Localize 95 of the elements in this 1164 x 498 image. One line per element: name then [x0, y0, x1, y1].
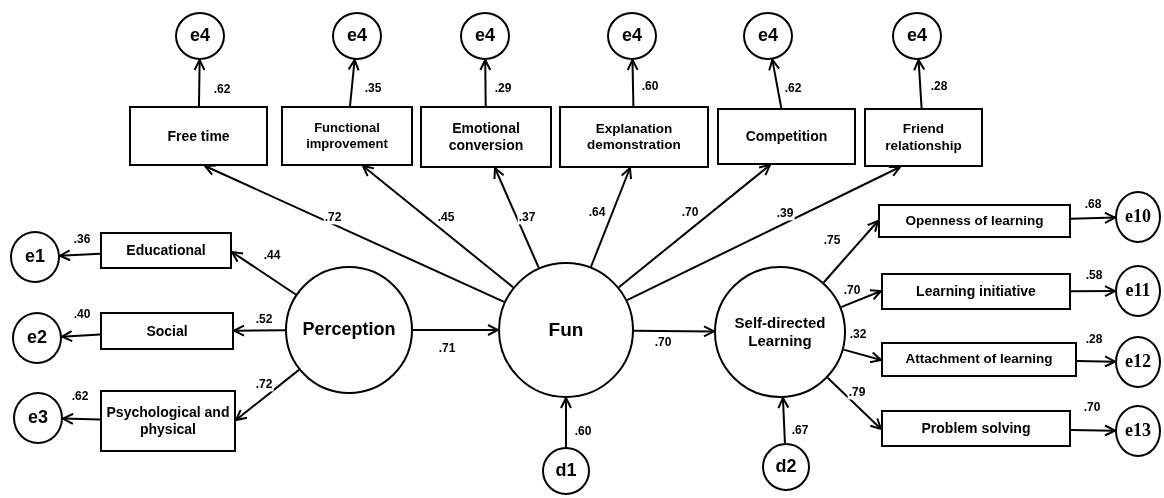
node-label: Functional improvement: [305, 120, 389, 152]
node-label: e4: [758, 25, 778, 47]
node-label: Self-directed Learning: [733, 314, 827, 350]
error-term-circle: [10, 231, 60, 283]
error-term-circle: [762, 443, 810, 491]
arrow: [777, 396, 790, 444]
arrow: [768, 58, 783, 109]
node-label: Openness of learning: [905, 212, 1044, 230]
arrow: [842, 348, 882, 364]
error-term-circle: [892, 12, 942, 60]
path-coefficient: .39: [775, 207, 795, 221]
arrow: [235, 368, 300, 421]
arrow: [590, 167, 632, 268]
arrow: [60, 330, 101, 343]
indicator-box: [864, 108, 983, 167]
node-label: e4: [347, 25, 367, 47]
error-term-circle: [607, 12, 657, 60]
node-label: e11: [1125, 280, 1151, 302]
node-label: e1: [25, 246, 45, 268]
node-label: Explanation demonstration: [586, 120, 682, 154]
arrow: [58, 249, 101, 262]
path-coefficient: .72: [254, 378, 274, 392]
node-label: e4: [907, 25, 927, 47]
node-label: Psychological and physical: [105, 404, 231, 438]
node-label: Attachment of learning: [905, 351, 1053, 368]
indicator-box: [281, 106, 413, 166]
arrow: [1070, 211, 1116, 224]
arrow: [826, 376, 882, 430]
arrow: [617, 164, 771, 289]
indicator-box: [878, 204, 1071, 238]
node-label: e12: [1125, 351, 1151, 373]
indicator-box: [100, 390, 236, 452]
node-label: e4: [475, 25, 495, 47]
arrow: [493, 167, 540, 269]
arrow: [822, 220, 879, 284]
arrow: [633, 325, 715, 338]
error-term-circle: [460, 12, 510, 60]
error-term-circle: [1115, 191, 1161, 243]
node-label: d1: [555, 460, 577, 482]
arrow: [913, 58, 926, 109]
node-label: e4: [190, 25, 210, 47]
path-coefficient: .72: [323, 211, 343, 225]
node-label: Competition: [745, 128, 828, 145]
node-label: Social: [146, 322, 188, 340]
indicator-box: [717, 108, 856, 165]
arrow: [233, 324, 286, 337]
arrow: [193, 59, 206, 107]
node-label: e3: [28, 407, 48, 429]
arrow: [62, 412, 101, 425]
arrow: [840, 289, 882, 309]
node-label: Perception: [302, 319, 396, 341]
node-label: Problem solving: [921, 420, 1031, 437]
arrow: [1076, 355, 1116, 368]
indicator-box: [881, 273, 1071, 310]
arrow: [626, 59, 639, 107]
error-term-circle: [175, 12, 225, 60]
error-term-circle: [1115, 265, 1161, 317]
arrow: [560, 397, 572, 448]
node-label: Fun: [548, 318, 584, 342]
node-label: Educational: [126, 242, 206, 259]
error-term-circle: [542, 447, 590, 495]
indicator-box: [100, 312, 234, 350]
arrow: [626, 165, 901, 302]
node-label: Free time: [167, 127, 230, 145]
indicator-box: [100, 232, 232, 269]
indicator-box: [559, 106, 709, 168]
arrow: [204, 164, 506, 303]
node-label: e2: [27, 327, 47, 349]
node-label: Emotional conversion: [447, 120, 525, 154]
indicator-box: [881, 342, 1077, 377]
arrow: [1070, 424, 1116, 437]
error-term-circle: [332, 12, 382, 60]
arrow: [347, 58, 360, 107]
arrow: [231, 251, 297, 296]
error-term-circle: [1115, 336, 1161, 388]
arrow: [362, 165, 515, 289]
indicator-box: [881, 410, 1071, 447]
path-coefficient: .37: [517, 211, 537, 225]
error-term-circle: [743, 12, 793, 60]
error-term-circle: [12, 312, 62, 364]
indicator-box: [420, 106, 552, 168]
error-term-circle: [1115, 405, 1161, 457]
error-term-circle: [13, 392, 63, 444]
arrow: [412, 324, 499, 336]
node-label: e13: [1125, 420, 1151, 442]
node-label: Friend relationship: [884, 121, 963, 154]
node-label: Learning initiative: [916, 283, 1036, 300]
indicator-box: [129, 106, 268, 166]
path-coefficient: .79: [847, 386, 867, 400]
node-label: e4: [622, 25, 642, 47]
node-label: d2: [775, 456, 797, 478]
arrow: [1070, 285, 1116, 298]
arrow: [479, 59, 492, 107]
path-coefficient: .45: [436, 211, 456, 225]
node-label: e10: [1125, 206, 1151, 228]
